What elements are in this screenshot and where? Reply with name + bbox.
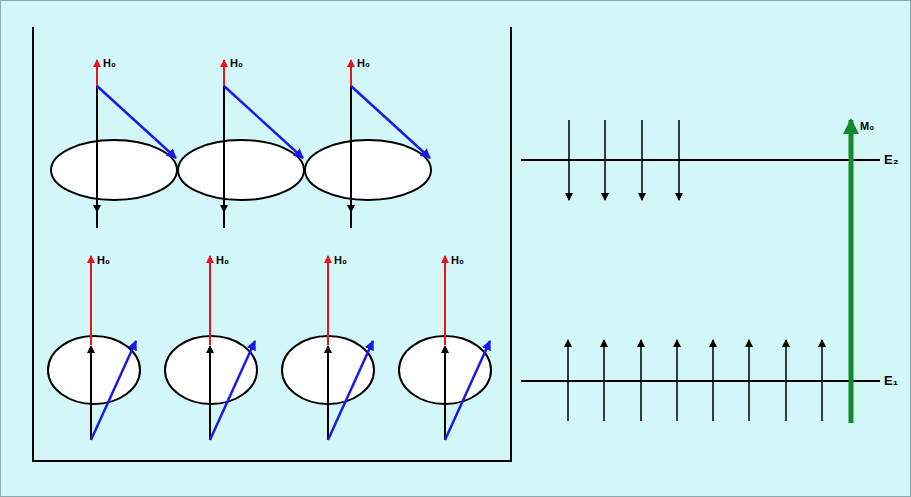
precession-arrow xyxy=(351,86,430,158)
spin-up-arrow xyxy=(748,340,750,421)
spin-down-arrow xyxy=(678,120,680,200)
symbol-label: H₀ xyxy=(357,58,370,69)
spin-up-arrow xyxy=(785,340,787,421)
spin-up-arrow xyxy=(640,340,642,421)
energy-levels xyxy=(521,120,880,423)
symbol-label: H₀ xyxy=(451,255,464,266)
spin-axis xyxy=(223,210,225,228)
field-arrow xyxy=(96,60,98,86)
symbol-label: H₀ xyxy=(334,255,347,266)
spin-up-arrow xyxy=(821,340,823,421)
spin-down-arrow xyxy=(604,120,606,200)
spin-arrow xyxy=(223,86,225,212)
symbol-label: E₁ xyxy=(884,374,898,387)
energy-level xyxy=(521,159,880,161)
symbol-label: H₀ xyxy=(230,58,243,69)
field-arrow xyxy=(327,256,329,345)
spin-arrow xyxy=(96,86,98,212)
spin-down-arrow xyxy=(568,120,570,200)
spin-up-arrow xyxy=(567,340,569,421)
precession-arrow xyxy=(224,86,303,158)
net-magnetization-arrow xyxy=(849,120,854,423)
symbol-label: H₀ xyxy=(216,255,229,266)
spin-up-group xyxy=(48,256,491,440)
spin-up-arrow xyxy=(676,340,678,421)
field-arrow xyxy=(350,60,352,86)
container xyxy=(33,27,511,461)
energy-level xyxy=(521,380,880,382)
spin-up-arrow xyxy=(712,340,714,421)
spin-arrow xyxy=(444,346,446,440)
symbol-label: H₀ xyxy=(103,58,116,69)
nucleus xyxy=(305,140,431,200)
spin-arrow xyxy=(90,346,92,440)
symbol-label: M₀ xyxy=(860,121,874,132)
field-arrow xyxy=(209,256,211,345)
field-arrow xyxy=(223,60,225,86)
spin-arrow xyxy=(350,86,352,212)
spin-axis xyxy=(350,210,352,228)
field-arrow xyxy=(444,256,446,345)
precession-arrow xyxy=(97,86,176,158)
spin-arrow xyxy=(209,346,211,440)
precession-arrow xyxy=(210,341,255,440)
symbol-label: E₂ xyxy=(884,153,898,166)
nucleus xyxy=(48,336,140,404)
precession-arrow xyxy=(445,341,490,440)
spin-down-arrow xyxy=(641,120,643,200)
field-arrow xyxy=(90,256,92,345)
precession-arrow xyxy=(328,341,373,440)
nucleus xyxy=(51,140,177,200)
spin-down-group xyxy=(51,60,431,228)
nucleus xyxy=(178,140,304,200)
precession-arrow xyxy=(91,341,136,440)
spin-arrow xyxy=(327,346,329,440)
spin-up-arrow xyxy=(603,340,605,421)
spin-axis xyxy=(96,210,98,228)
symbol-label: H₀ xyxy=(97,255,110,266)
